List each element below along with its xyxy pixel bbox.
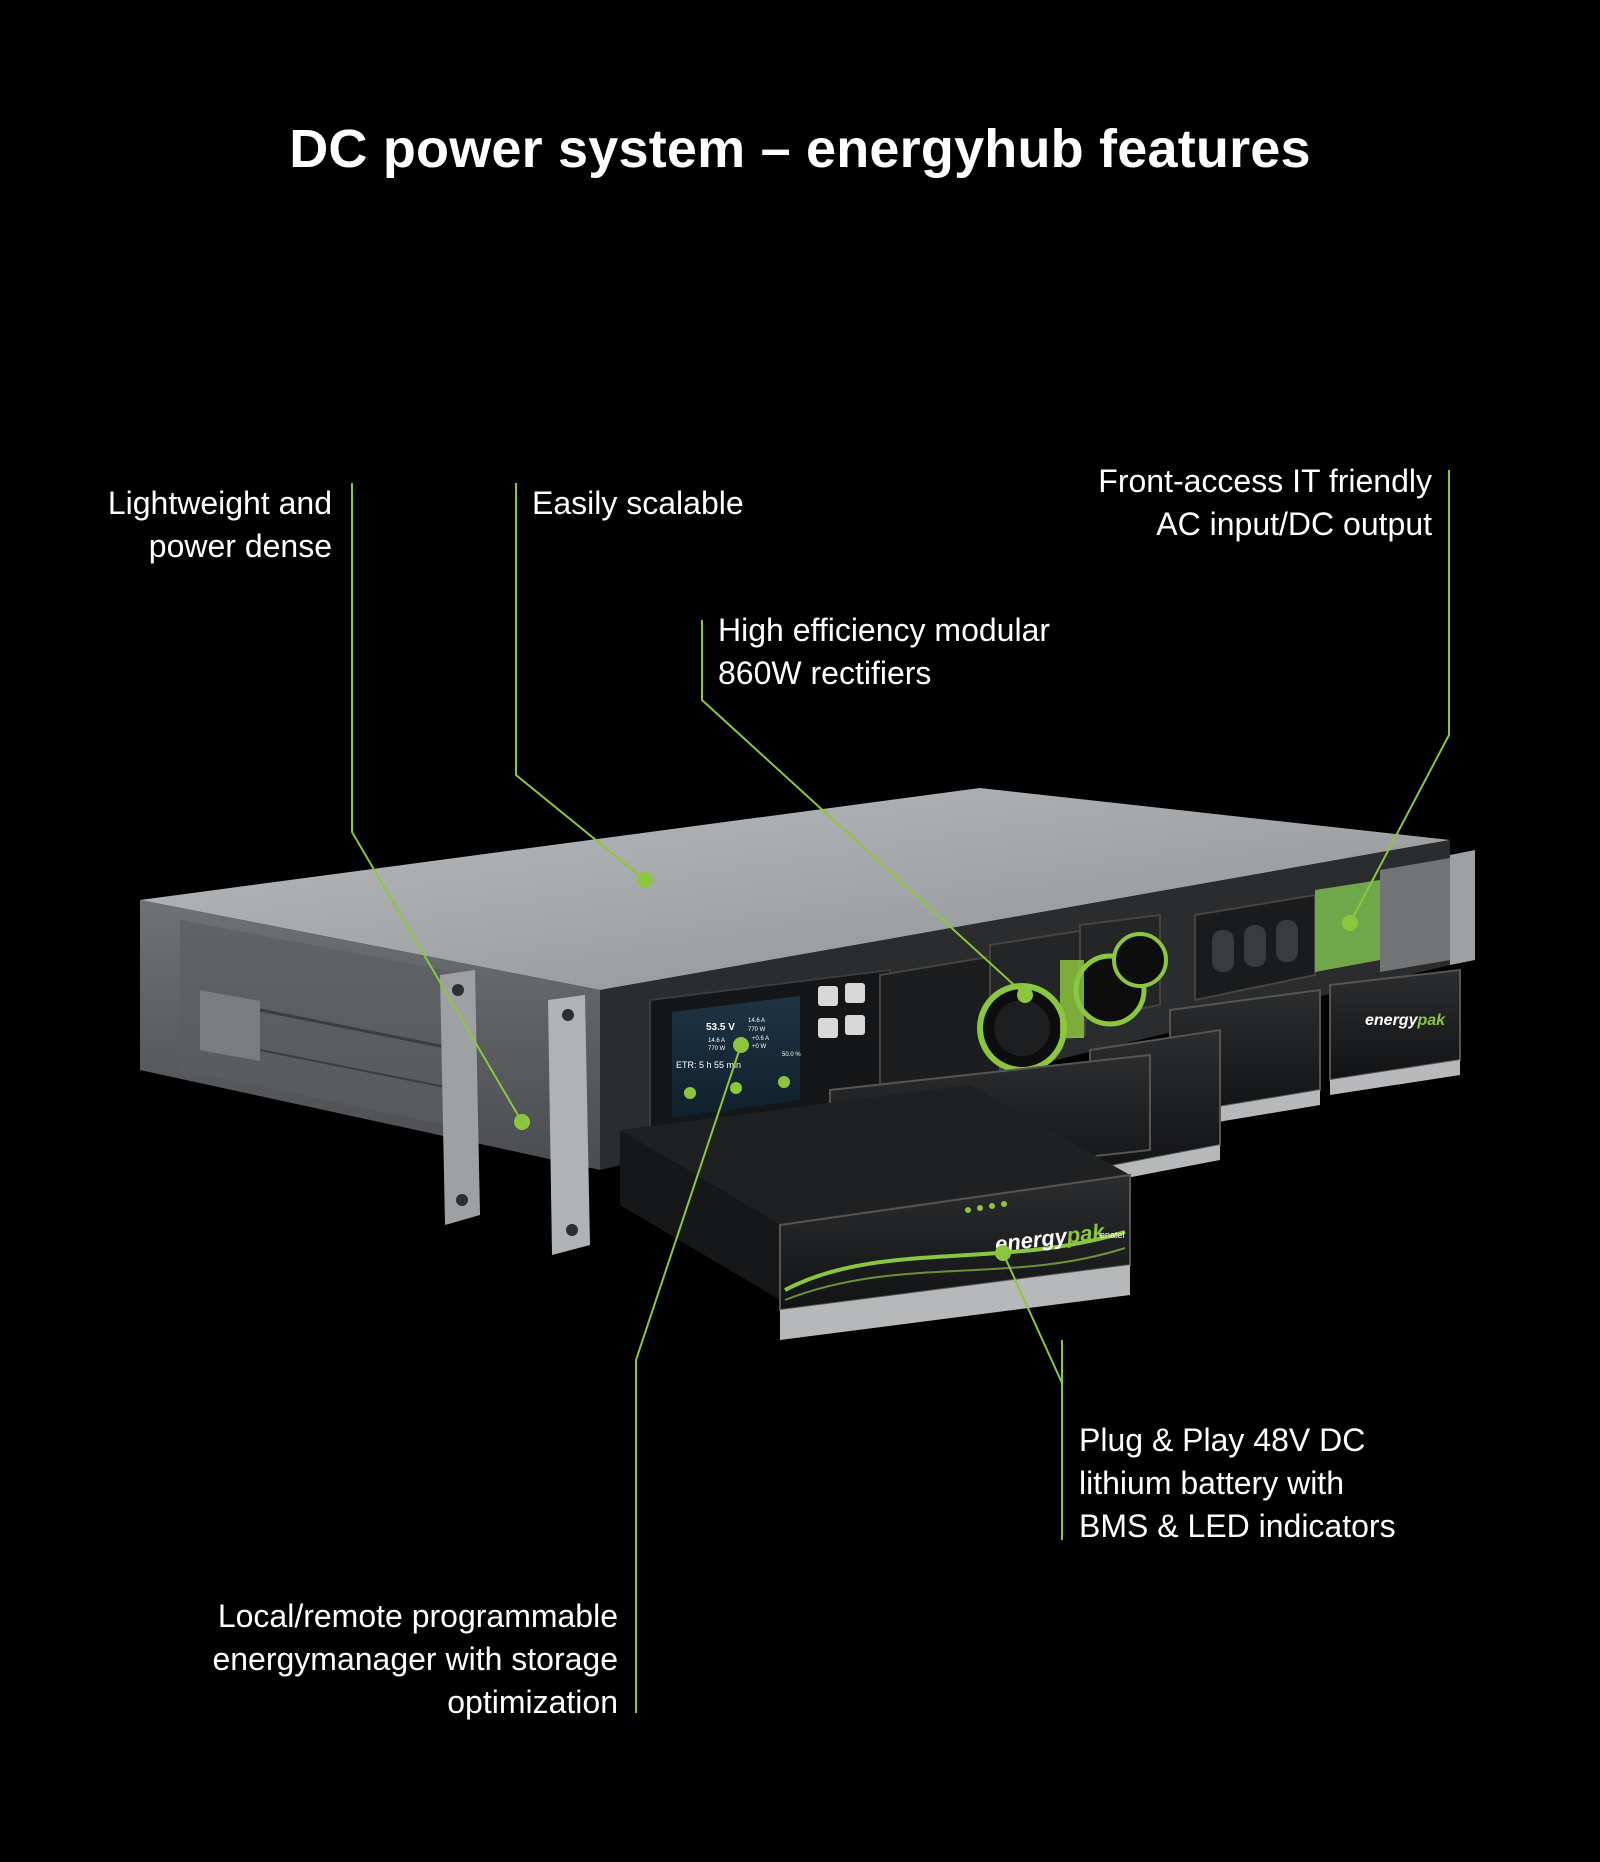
dot-rectifiers [1017, 987, 1033, 1003]
energypak-logo: energypak [1365, 1012, 1446, 1029]
energypak-logo-front: energypak [994, 1219, 1108, 1257]
rack-ear-left [440, 970, 480, 1225]
dot-energymanager [733, 1037, 749, 1053]
callout-rectifiers: High efficiency modular 860W rectifiers [718, 612, 1051, 691]
chassis-top [140, 788, 1450, 990]
callout-lightweight: Lightweight and power dense [107, 485, 332, 564]
lcd-info-icon [684, 1087, 696, 1099]
rectifier-modules [879, 913, 1168, 1107]
lcd-soc: 50.0 % [782, 1052, 801, 1058]
callout-front-access: Front-access IT friendly AC input/DC out… [1098, 463, 1432, 542]
callout-energymanager: Local/remote programmable energymanager … [212, 1598, 618, 1720]
lcd-power-a: 770 W [748, 1027, 766, 1033]
lcd-battery-power: +0 W [752, 1044, 767, 1050]
leader-lightweight [351, 483, 523, 1123]
leader-battery-diag [1002, 1252, 1063, 1384]
lcd-power-b: 770 W [708, 1046, 726, 1052]
controller-keypad [818, 983, 865, 1038]
lcd-current-b: 14.6 A [708, 1038, 725, 1044]
dot-scalable [637, 872, 653, 888]
lcd-battery-current: +0.6 A [752, 1036, 769, 1042]
lcd-current-a: 14.6 A [748, 1018, 765, 1024]
page-title: DC power system – energyhub features [289, 119, 1311, 179]
lcd-voltage: 53.5 V [706, 1022, 735, 1033]
lcd-gear-icon [778, 1076, 790, 1088]
callout-scalable: Easily scalable [532, 485, 744, 521]
leader-energymanager [635, 1044, 742, 1713]
rack-ear-right [548, 995, 590, 1255]
dot-front-access [1342, 915, 1358, 931]
lcd-etr: ETR: 5 h 55 min [676, 1060, 741, 1070]
callout-dots [514, 872, 1358, 1261]
leader-scalable [515, 483, 646, 881]
energypak-modules: energypak energypak enatel [620, 968, 1461, 1340]
dot-lightweight [514, 1114, 530, 1130]
rack-ear-far [1450, 850, 1475, 965]
leader-rectifiers [701, 620, 1026, 996]
leader-front-access [1349, 470, 1450, 924]
callout-lines [351, 470, 1450, 1713]
lcd-drop-icon [730, 1082, 742, 1094]
battery-led-indicators [965, 1201, 1007, 1213]
dot-battery [995, 1245, 1011, 1261]
callout-battery: Plug & Play 48V DC lithium battery with … [1079, 1422, 1396, 1544]
maker-label: enatel [1100, 1230, 1125, 1240]
